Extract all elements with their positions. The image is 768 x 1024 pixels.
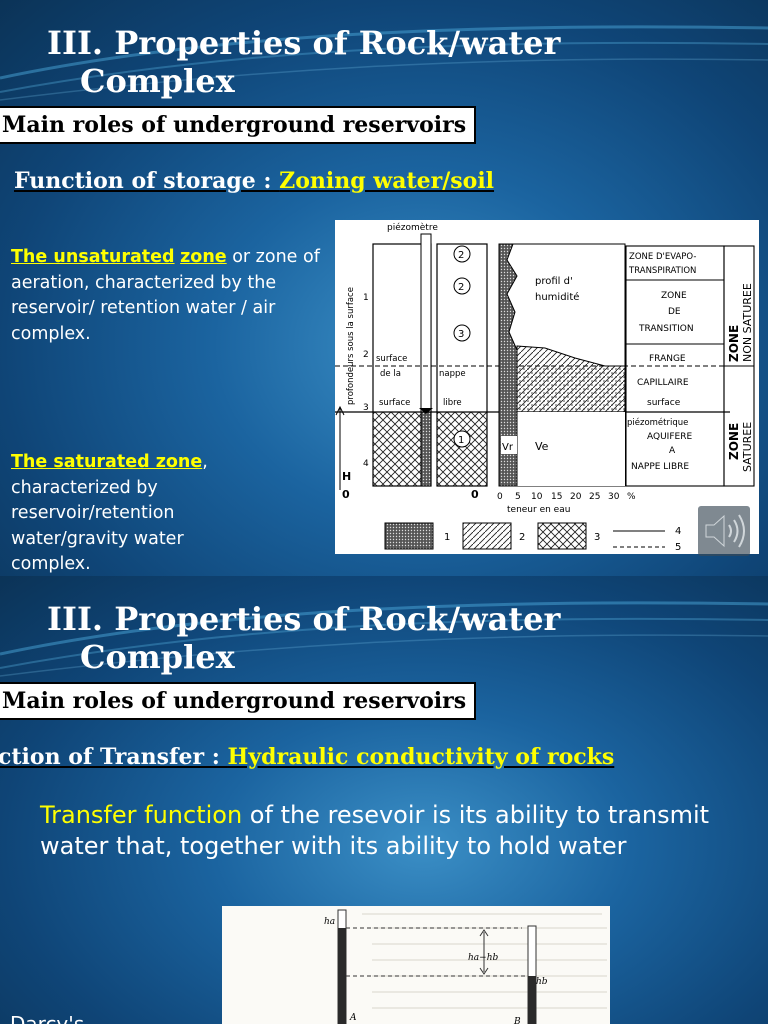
circle-label-2a: 2 bbox=[458, 250, 464, 261]
slide-title: III. Properties of Rock/water Complex bbox=[47, 600, 560, 676]
teneur-label: teneur en eau bbox=[507, 505, 570, 515]
depth-axis-label: profondeurs sous la surface bbox=[346, 287, 356, 405]
zone-non-sat-1: ZONE bbox=[727, 325, 741, 362]
decorative-swoosh bbox=[0, 601, 768, 677]
ha-label: ha bbox=[324, 917, 335, 927]
depth-tick-4: 4 bbox=[363, 459, 369, 469]
depth-tick-2: 2 bbox=[363, 350, 369, 360]
hb-label: hb bbox=[536, 977, 548, 987]
saturated-text: , characterized by reservoir/retention w… bbox=[11, 452, 208, 574]
soil-zoning-diagram: piézomètre 1 2 3 4 H 0 0 profondeurs sou… bbox=[335, 220, 759, 554]
title-line-1: III. Properties of Rock/water bbox=[47, 24, 561, 62]
zone-non-sat-2: NON SATUREE bbox=[741, 283, 754, 362]
x-tick-30: 30 bbox=[608, 492, 620, 502]
transfer-text: of the resevoir is its ability to transm… bbox=[40, 801, 710, 860]
title-line-1: III. Properties of Rock/water bbox=[47, 600, 561, 638]
slide-title: III. Properties of Rock/water Complex bbox=[47, 24, 560, 100]
zone-highlight: zone bbox=[180, 247, 227, 267]
storage-subheading: Function of storage : Zoning water/soil bbox=[14, 168, 494, 194]
transfer-subheading-highlight: Hydraulic conductivity of rocks bbox=[227, 744, 615, 770]
depth-tick-3: 3 bbox=[363, 403, 369, 413]
unsaturated-text: or zone of aeration, characterized by th… bbox=[11, 247, 320, 344]
legend-1: 1 bbox=[444, 532, 450, 543]
depth-tick-1: 1 bbox=[363, 293, 369, 303]
x-tick-10: 10 bbox=[531, 492, 543, 502]
slide-storage: III. Properties of Rock/water Complex Ma… bbox=[0, 0, 768, 576]
roles-heading-box: Main roles of underground reservoirs bbox=[0, 682, 477, 720]
zone-evapo-2: TRANSPIRATION bbox=[628, 266, 696, 276]
aquifere-1: AQUIFERE bbox=[647, 432, 692, 442]
circle-label-2b: 2 bbox=[458, 282, 464, 293]
circle-label-1: 1 bbox=[458, 435, 464, 446]
decorative-swoosh bbox=[0, 25, 768, 101]
transfer-subheading-prefix: ction of Transfer : bbox=[0, 744, 228, 770]
unsaturated-highlight: The unsaturated bbox=[11, 247, 175, 267]
b-label: B bbox=[513, 1017, 521, 1024]
slide-transfer: III. Properties of Rock/water Complex Ma… bbox=[0, 576, 768, 1024]
surface-libre-label: surface bbox=[379, 398, 410, 408]
darcy-experiment-figure: ha hb ha−hb A B bbox=[222, 906, 610, 1024]
humidite-label: humidité bbox=[535, 291, 579, 303]
speaker-icon[interactable] bbox=[698, 506, 750, 556]
h-label: H bbox=[342, 470, 351, 483]
nappe-label: nappe bbox=[439, 369, 466, 379]
transfer-paragraph: Transfer function of the resevoir is its… bbox=[40, 800, 740, 862]
x-tick-5: 5 bbox=[515, 492, 521, 502]
frange-label: FRANGE bbox=[649, 354, 686, 364]
legend-2: 2 bbox=[519, 532, 525, 543]
zone-evapo-1: ZONE D'EVAPO- bbox=[629, 252, 696, 262]
saturated-zone-paragraph: The saturated zone, characterized by res… bbox=[11, 450, 236, 576]
storage-subheading-highlight: Zoning water/soil bbox=[279, 168, 495, 194]
libre-label: libre bbox=[443, 398, 462, 408]
legend-4: 4 bbox=[675, 526, 681, 537]
zero-left: 0 bbox=[342, 488, 350, 501]
x-tick-15: 15 bbox=[551, 492, 562, 502]
ve-label: Ve bbox=[535, 440, 549, 453]
storage-subheading-prefix: Function of storage : bbox=[14, 168, 280, 194]
profil-label: profil d' bbox=[535, 276, 573, 287]
transfer-highlight: Transfer function bbox=[40, 801, 243, 829]
zone-trans-2: DE bbox=[668, 307, 681, 317]
circle-label-3: 3 bbox=[458, 329, 464, 340]
zero-mid: 0 bbox=[471, 488, 479, 501]
legend-5: 5 bbox=[675, 542, 681, 553]
surface-piezo-2: piézométrique bbox=[627, 417, 688, 428]
surface-piezo-1: surface bbox=[647, 398, 681, 408]
a-label: A bbox=[349, 1013, 357, 1023]
title-line-2: Complex bbox=[80, 638, 235, 676]
x-tick-25: 25 bbox=[589, 492, 600, 502]
legend-3: 3 bbox=[594, 532, 600, 543]
aquifere-2: A bbox=[669, 446, 676, 456]
roles-heading-box: Main roles of underground reservoirs bbox=[0, 106, 477, 144]
darcy-caption: Darcy's bbox=[10, 1012, 85, 1024]
x-tick-0: 0 bbox=[497, 492, 503, 502]
transfer-subheading: ction of Transfer : Hydraulic conductivi… bbox=[0, 744, 614, 770]
saturated-highlight: The saturated zone bbox=[11, 452, 203, 472]
title-line-2: Complex bbox=[80, 62, 235, 100]
aquifere-3: NAPPE LIBRE bbox=[631, 462, 689, 472]
surface-label: surface bbox=[376, 354, 407, 364]
hab-label: ha−hb bbox=[468, 953, 498, 963]
x-tick-pct: % bbox=[627, 492, 636, 502]
unsaturated-zone-paragraph: The unsaturated zone or zone of aeration… bbox=[11, 245, 321, 347]
zone-sat-1: ZONE bbox=[727, 423, 741, 460]
de-la-label: de la bbox=[380, 369, 401, 379]
x-tick-20: 20 bbox=[570, 492, 582, 502]
vr-label: Vr bbox=[502, 442, 514, 453]
zone-trans-3: TRANSITION bbox=[638, 324, 694, 334]
zone-sat-2: SATUREE bbox=[741, 422, 754, 472]
piezometre-label: piézomètre bbox=[387, 222, 438, 233]
capillaire-label: CAPILLAIRE bbox=[637, 378, 689, 388]
zone-trans-1: ZONE bbox=[661, 291, 687, 301]
